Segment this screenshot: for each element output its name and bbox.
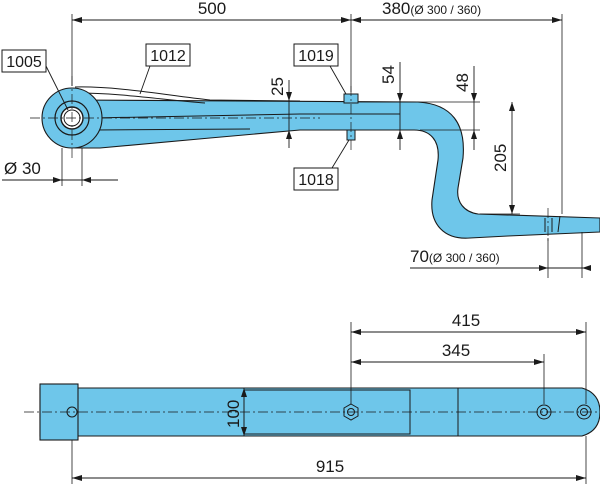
arrow-205-bottom	[509, 205, 515, 214]
arm-end-joint	[557, 215, 561, 233]
side-view: 500 380(Ø 300 / 360) 25 54 48 205 Ø 30	[1, 0, 600, 278]
arrow-915-left	[72, 475, 82, 481]
second-leaf	[74, 86, 301, 102]
leader-1018	[331, 139, 350, 169]
dim-text-415: 415	[452, 311, 480, 330]
second-leaf-inner	[77, 92, 206, 104]
arrow-500-left	[72, 17, 82, 23]
leader-1019	[329, 65, 347, 95]
top-view: 415 345 100 915	[24, 311, 600, 484]
part-tag-1005: 1005	[6, 54, 42, 71]
dim-text-380-value: 380	[382, 0, 410, 18]
dim-text-70-value: 70	[410, 247, 429, 266]
dim-text-380-note: (Ø 300 / 360)	[410, 3, 481, 17]
arrow-380-left	[351, 17, 361, 23]
arrow-70-right	[582, 265, 591, 271]
arrow-48-bottom	[471, 130, 477, 139]
spring-arm-body	[74, 99, 600, 239]
dim-text-54: 54	[379, 65, 398, 84]
part-tag-1019: 1019	[298, 48, 334, 65]
part-tag-1012-box	[145, 43, 191, 67]
arrow-25-bottom	[286, 130, 292, 139]
part-tag-1018-box	[293, 167, 339, 191]
leader-1005	[45, 65, 69, 111]
dim-text-205: 205	[491, 144, 510, 172]
part-tag-1012: 1012	[150, 48, 186, 65]
arrow-48-top	[471, 93, 477, 102]
leader-1012	[139, 65, 151, 95]
arrow-345-left	[351, 359, 361, 365]
part-tag-1018: 1018	[298, 172, 334, 189]
arrow-70-left	[539, 265, 548, 271]
arrow-915-right	[576, 475, 586, 481]
part-tag-1019-box	[293, 43, 339, 67]
arrow-54-bottom	[397, 130, 403, 139]
dim-text-380: 380(Ø 300 / 360)	[382, 0, 481, 18]
arrow-345-right	[534, 359, 544, 365]
leaf-seam-lower	[94, 128, 251, 131]
dim-text-70-note: (Ø 300 / 360)	[429, 251, 500, 265]
part-tag-1005-box	[1, 49, 47, 73]
arrow-30-left	[53, 177, 62, 183]
dim-text-100: 100	[224, 400, 243, 428]
arrow-380-right	[552, 17, 562, 23]
dim-text-345: 345	[442, 341, 470, 360]
dim-text-915: 915	[316, 457, 344, 476]
dim-text-48: 48	[453, 73, 472, 92]
arrow-205-top	[509, 102, 515, 111]
dim-text-25: 25	[268, 77, 287, 96]
arrow-30-right	[82, 177, 91, 183]
dim-text-500: 500	[198, 0, 226, 18]
arrow-500-right	[341, 17, 351, 23]
arrow-415-right	[576, 329, 586, 335]
leaf-seam-upper	[91, 113, 400, 119]
arrow-100-top	[241, 388, 247, 397]
arrow-25-top	[286, 92, 292, 101]
arrow-415-left	[351, 329, 361, 335]
dim-text-30: Ø 30	[4, 159, 41, 178]
arrow-100-bottom	[241, 427, 247, 436]
dim-text-70: 70(Ø 300 / 360)	[410, 247, 500, 266]
arrow-54-top	[397, 93, 403, 102]
